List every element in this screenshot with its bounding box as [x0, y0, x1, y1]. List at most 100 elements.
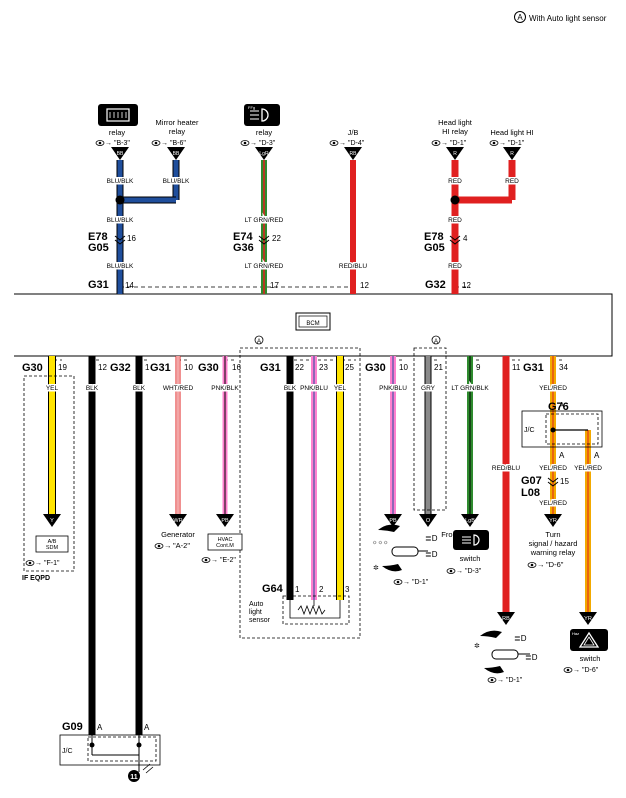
svg-text:PNK/BLU: PNK/BLU	[300, 385, 328, 392]
svg-text:19: 19	[58, 363, 67, 372]
svg-text:G31: G31	[260, 362, 281, 374]
auto-sensor-mark-2: A	[434, 339, 438, 345]
svg-text:switch: switch	[460, 554, 481, 563]
auto-sensor-mark-1: A	[257, 339, 261, 345]
svg-text:15: 15	[560, 477, 569, 486]
svg-text:2: 2	[319, 585, 324, 594]
svg-text:34: 34	[559, 363, 568, 372]
svg-text:G31: G31	[88, 279, 109, 291]
svg-text:Front: Front	[441, 530, 459, 539]
svg-text:BLU/BLK: BLU/BLK	[107, 263, 134, 270]
svg-text:G05: G05	[424, 242, 445, 254]
top-connector-labels: E78 G05 E74 G36 E78 G05 G31 G32	[88, 231, 446, 291]
wire-lt-grn-blk: LgB	[461, 356, 479, 527]
top-wire-labels: BLU/BLK BLU/BLK BLU/BLK BLU/BLK LT GRN/R…	[105, 177, 521, 272]
rear-defogger-relay-label: relay	[109, 128, 126, 137]
front-fog-relay-label: relay	[256, 128, 273, 137]
svg-text:GRY: GRY	[421, 385, 436, 392]
svg-text:G30: G30	[365, 362, 386, 374]
svg-text:YEL/RED: YEL/RED	[574, 465, 602, 472]
svg-text:BB: BB	[173, 151, 180, 157]
svg-text:PNK/BLK: PNK/BLK	[211, 385, 239, 392]
svg-text:→: →	[456, 568, 463, 575]
svg-text:11: 11	[130, 774, 138, 781]
svg-text:10: 10	[184, 363, 193, 372]
wire-blk-ground	[88, 356, 143, 735]
svg-text:LT GRN/RED: LT GRN/RED	[245, 217, 284, 224]
bottom-connector-labels: G30 G32 G31 G30 G31 G30 G31 G76 G07 L08 …	[22, 362, 569, 733]
wire-red	[450, 160, 516, 294]
svg-text:YEL: YEL	[334, 385, 347, 392]
svg-text:→: →	[164, 541, 172, 550]
svg-text:PNK/BLU: PNK/BLU	[379, 385, 407, 392]
svg-text:G09: G09	[62, 721, 83, 733]
svg-text:RED: RED	[448, 217, 462, 224]
top-refs: →"B-3" →"B-6" →"D-3" →"D-4" →"D-1" →"D-1…	[95, 140, 525, 147]
svg-text:✲: ✲	[373, 564, 379, 572]
wire-blu-blk	[115, 160, 180, 294]
svg-text:12: 12	[98, 363, 107, 372]
svg-text:BLU/BLK: BLU/BLK	[107, 178, 134, 185]
svg-text:10: 10	[399, 363, 408, 372]
front-fog-switch: Front switch →"D-3"	[441, 530, 489, 575]
svg-text:G32: G32	[110, 362, 131, 374]
svg-text:BLK: BLK	[133, 385, 146, 392]
svg-text:E78: E78	[88, 231, 108, 243]
bottom-wire-labels: YEL BLK BLK WHT/RED PNK/BLK BLK PNK/BLU …	[44, 384, 603, 509]
svg-text:A: A	[97, 723, 103, 732]
legend: A With Auto light sensor	[514, 11, 607, 23]
legend-text: With Auto light sensor	[529, 14, 607, 23]
front-fog-icon: FFg	[244, 104, 280, 126]
svg-text:A: A	[559, 401, 565, 410]
svg-text:BLK: BLK	[86, 385, 99, 392]
svg-text:G31: G31	[523, 362, 544, 374]
svg-text:FFg: FFg	[248, 105, 255, 110]
top-connector-chevrons	[114, 235, 461, 245]
legend-symbol: A	[517, 13, 523, 22]
svg-text:O: O	[426, 518, 431, 524]
dimmer-switch-icon: ✲ ≣D ≣D →"D-1"	[474, 630, 538, 684]
svg-text:"D-3": "D-3"	[259, 140, 276, 147]
svg-text:→: →	[497, 677, 504, 684]
bcm-label: BCM	[306, 321, 319, 327]
svg-text:Y: Y	[50, 518, 54, 524]
svg-text:17: 17	[270, 281, 279, 290]
svg-text:→: →	[339, 140, 346, 147]
svg-text:A: A	[594, 451, 600, 460]
svg-text:LT GRN/RED: LT GRN/RED	[245, 263, 284, 270]
svg-text:1: 1	[295, 585, 300, 594]
svg-text:YR: YR	[584, 616, 592, 622]
svg-text:"D-6": "D-6"	[546, 560, 564, 569]
svg-text:YEL: YEL	[46, 385, 59, 392]
svg-text:"D-4": "D-4"	[348, 140, 365, 147]
ground-point: 11	[128, 770, 140, 782]
wire-pnk-blu: PB	[384, 356, 402, 527]
svg-text:→: →	[441, 140, 448, 147]
svg-text:L08: L08	[521, 487, 540, 499]
svg-text:→: →	[573, 667, 580, 674]
svg-text:23: 23	[319, 363, 328, 372]
top-terminals: BB BB LgR RB R R	[111, 147, 521, 160]
jc-g76: J/C	[521, 410, 603, 448]
svg-text:WHT/RED: WHT/RED	[163, 385, 194, 392]
svg-text:G64: G64	[262, 583, 284, 595]
svg-text:"D-1": "D-1"	[450, 140, 467, 147]
generator: Generator →"A-2"	[154, 530, 195, 550]
svg-text:"D-1": "D-1"	[508, 140, 525, 147]
svg-text:RB: RB	[350, 151, 358, 157]
svg-text:☼☼☼: ☼☼☼	[372, 540, 389, 546]
svg-text:R: R	[453, 151, 457, 157]
svg-text:A: A	[559, 451, 565, 460]
svg-text:22: 22	[272, 234, 281, 243]
svg-text:G76: G76	[548, 401, 569, 413]
svg-text:21: 21	[434, 363, 443, 372]
svg-text:"B-6": "B-6"	[170, 140, 186, 147]
dashed-boxes	[23, 347, 447, 639]
svg-text:12: 12	[360, 281, 369, 290]
jb-label: J/B	[348, 128, 359, 137]
svg-text:3: 3	[345, 585, 350, 594]
